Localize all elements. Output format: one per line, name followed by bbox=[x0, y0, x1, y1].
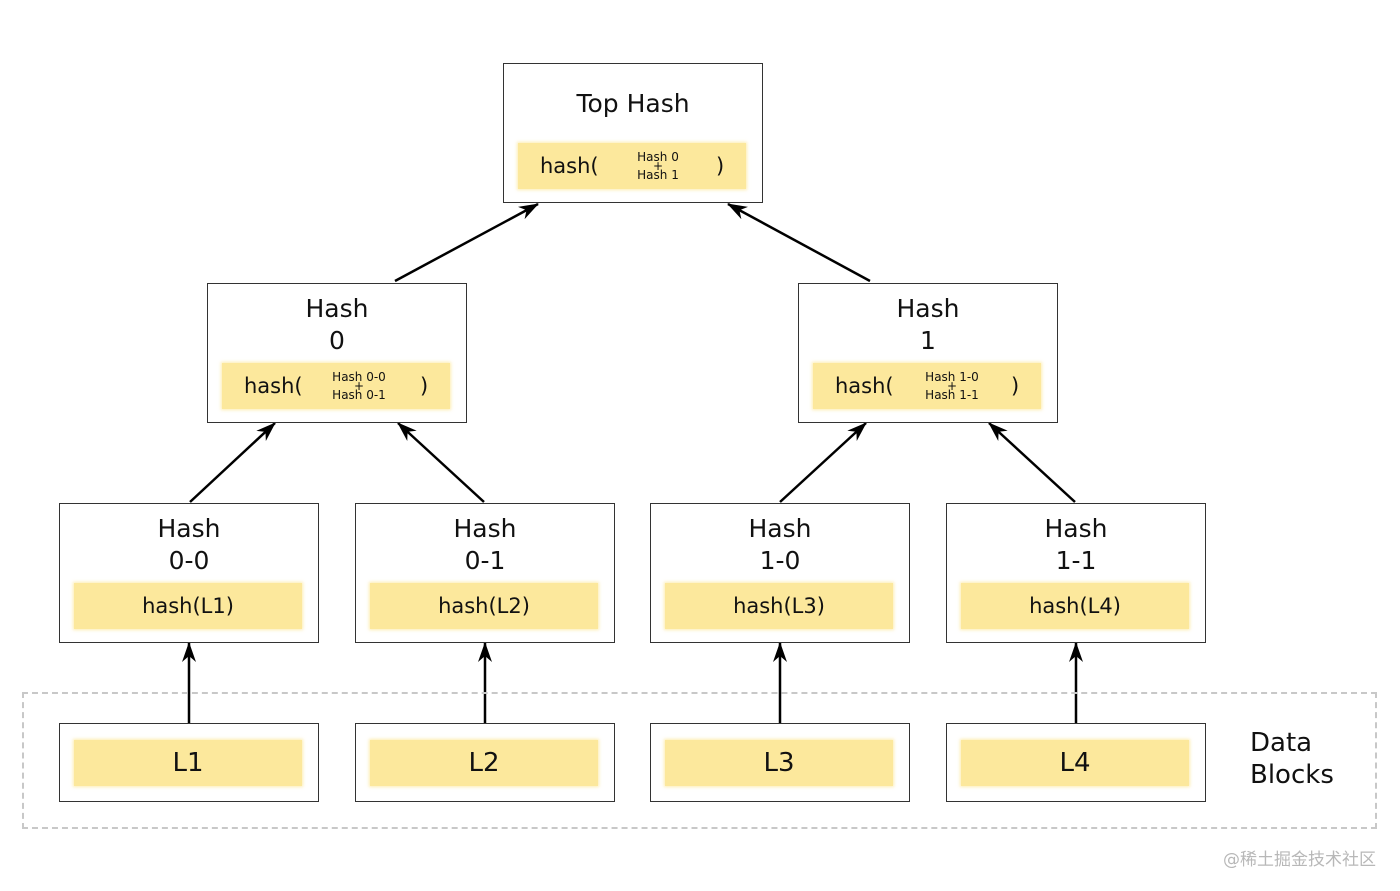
operand-a: Hash 1-0 bbox=[925, 370, 979, 384]
hash-fn-label: hash( bbox=[244, 374, 303, 398]
watermark-text: @稀土掘金技术社区 bbox=[1223, 850, 1376, 870]
arrow-h01-to-h0 bbox=[397, 422, 485, 503]
hash-1-formula: hash( Hash 1-0 + Hash 1-1 ) bbox=[813, 363, 1041, 409]
data-label-line1: Data bbox=[1250, 728, 1313, 758]
arrow-h10-to-h1 bbox=[779, 422, 867, 503]
top-hash-title: Top Hash bbox=[576, 89, 690, 118]
leaf-hash-fn: hash(L1) bbox=[142, 594, 234, 618]
data-block-l3: L3 bbox=[650, 723, 910, 802]
hash-1-title-line2: 1 bbox=[920, 326, 936, 355]
operand-plus: + bbox=[946, 379, 958, 393]
leaf-formula: hash(L1) bbox=[74, 583, 302, 629]
data-block-label: L3 bbox=[763, 748, 795, 778]
hash-fn-label: hash( bbox=[835, 374, 894, 398]
arrow-h0-to-top bbox=[394, 202, 539, 283]
top-hash-node: Top Hash hash( Hash 0 + Hash 1 ) bbox=[503, 63, 763, 203]
data-block-band: L2 bbox=[370, 740, 598, 786]
hash-operands: Hash 1-0 + Hash 1-1 bbox=[917, 371, 987, 401]
data-block-label: L2 bbox=[468, 748, 500, 778]
data-block-band: L4 bbox=[961, 740, 1189, 786]
hash-fn-label: hash( bbox=[540, 154, 599, 178]
leaf-title-line1: Hash bbox=[1044, 514, 1108, 543]
leaf-title-line2: 0-0 bbox=[168, 546, 210, 575]
data-blocks-label: Data Blocks bbox=[1250, 727, 1334, 791]
arrow-h00-to-h0 bbox=[189, 422, 276, 503]
leaf-formula: hash(L4) bbox=[961, 583, 1189, 629]
hash-0-1-node: Hash 0-1 hash(L2) bbox=[355, 503, 615, 643]
operand-b: Hash 0-1 bbox=[332, 388, 386, 402]
data-block-l2: L2 bbox=[355, 723, 615, 802]
data-block-band: L3 bbox=[665, 740, 893, 786]
data-block-label: L1 bbox=[172, 748, 204, 778]
data-label-line2: Blocks bbox=[1250, 760, 1334, 790]
leaf-title-line1: Hash bbox=[748, 514, 812, 543]
top-hash-formula: hash( Hash 0 + Hash 1 ) bbox=[518, 143, 746, 189]
hash-operands: Hash 0-0 + Hash 0-1 bbox=[324, 371, 394, 401]
hash-1-0-node: Hash 1-0 hash(L3) bbox=[650, 503, 910, 643]
data-block-l1: L1 bbox=[59, 723, 319, 802]
leaf-title-line2: 1-0 bbox=[759, 546, 801, 575]
hash-close-paren: ) bbox=[716, 154, 725, 178]
hash-0-node: Hash 0 hash( Hash 0-0 + Hash 0-1 ) bbox=[207, 283, 467, 423]
data-block-l4: L4 bbox=[946, 723, 1206, 802]
hash-0-title-line2: 0 bbox=[329, 326, 345, 355]
hash-0-formula: hash( Hash 0-0 + Hash 0-1 ) bbox=[222, 363, 450, 409]
arrow-h11-to-h1 bbox=[988, 422, 1076, 503]
leaf-title-line1: Hash bbox=[157, 514, 221, 543]
hash-0-title-line1: Hash bbox=[305, 294, 369, 323]
hash-0-0-node: Hash 0-0 hash(L1) bbox=[59, 503, 319, 643]
leaf-formula: hash(L3) bbox=[665, 583, 893, 629]
hash-1-node: Hash 1 hash( Hash 1-0 + Hash 1-1 ) bbox=[798, 283, 1058, 423]
data-block-label: L4 bbox=[1059, 748, 1091, 778]
operand-a: Hash 0 bbox=[637, 150, 679, 164]
leaf-formula: hash(L2) bbox=[370, 583, 598, 629]
operand-plus: + bbox=[353, 379, 365, 393]
leaf-hash-fn: hash(L3) bbox=[733, 594, 825, 618]
hash-close-paren: ) bbox=[420, 374, 429, 398]
operand-a: Hash 0-0 bbox=[332, 370, 386, 384]
data-block-band: L1 bbox=[74, 740, 302, 786]
arrow-h1-to-top bbox=[727, 202, 871, 283]
operand-b: Hash 1 bbox=[637, 168, 679, 182]
leaf-title-line2: 0-1 bbox=[464, 546, 506, 575]
leaf-hash-fn: hash(L4) bbox=[1029, 594, 1121, 618]
leaf-title-line2: 1-1 bbox=[1055, 546, 1097, 575]
hash-1-1-node: Hash 1-1 hash(L4) bbox=[946, 503, 1206, 643]
hash-operands: Hash 0 + Hash 1 bbox=[623, 151, 693, 181]
operand-plus: + bbox=[652, 159, 664, 173]
leaf-title-line1: Hash bbox=[453, 514, 517, 543]
operand-b: Hash 1-1 bbox=[925, 388, 979, 402]
leaf-hash-fn: hash(L2) bbox=[438, 594, 530, 618]
hash-close-paren: ) bbox=[1011, 374, 1020, 398]
hash-1-title-line1: Hash bbox=[896, 294, 960, 323]
data-blocks-region bbox=[22, 692, 1377, 829]
